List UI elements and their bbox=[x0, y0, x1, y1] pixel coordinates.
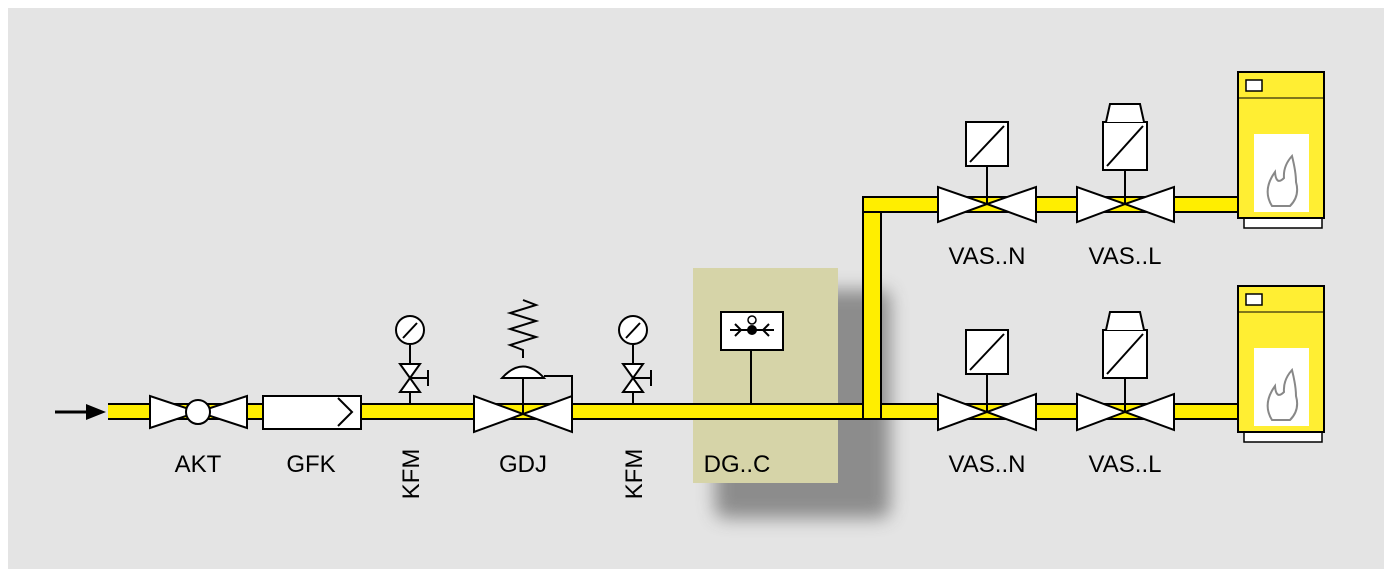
boiler-flame-icon bbox=[1237, 71, 1325, 229]
pressure-gauge-icon bbox=[618, 315, 652, 404]
dgc-highlight-box bbox=[693, 268, 838, 483]
kfm-label: KFM bbox=[621, 449, 648, 500]
gfk-label: GFK bbox=[286, 451, 335, 478]
solenoid-valve-icon bbox=[937, 121, 1037, 224]
akt-label: AKT bbox=[175, 451, 222, 478]
vasl-top-label: VAS..L bbox=[1089, 243, 1162, 270]
gdj-label: GDJ bbox=[499, 451, 547, 478]
flow-arrow-icon bbox=[55, 404, 106, 420]
ball-valve-icon bbox=[149, 394, 248, 430]
solenoid-valve-icon bbox=[1076, 311, 1175, 432]
dgc-label: DG..C bbox=[704, 451, 771, 478]
vasn-top-label: VAS..N bbox=[949, 243, 1026, 270]
solenoid-valve-icon bbox=[1076, 103, 1175, 224]
boiler-flame-icon bbox=[1237, 285, 1325, 443]
vasl-bottom-label: VAS..L bbox=[1089, 451, 1162, 478]
pressure-gauge-icon bbox=[395, 315, 429, 404]
gas-filter-icon bbox=[262, 395, 362, 430]
vasn-bottom-label: VAS..N bbox=[949, 451, 1026, 478]
solenoid-valve-icon bbox=[937, 329, 1037, 432]
kfm-label: KFM bbox=[398, 449, 425, 500]
pressure-switch-icon bbox=[720, 311, 784, 405]
pressure-regulator-icon bbox=[473, 299, 573, 434]
